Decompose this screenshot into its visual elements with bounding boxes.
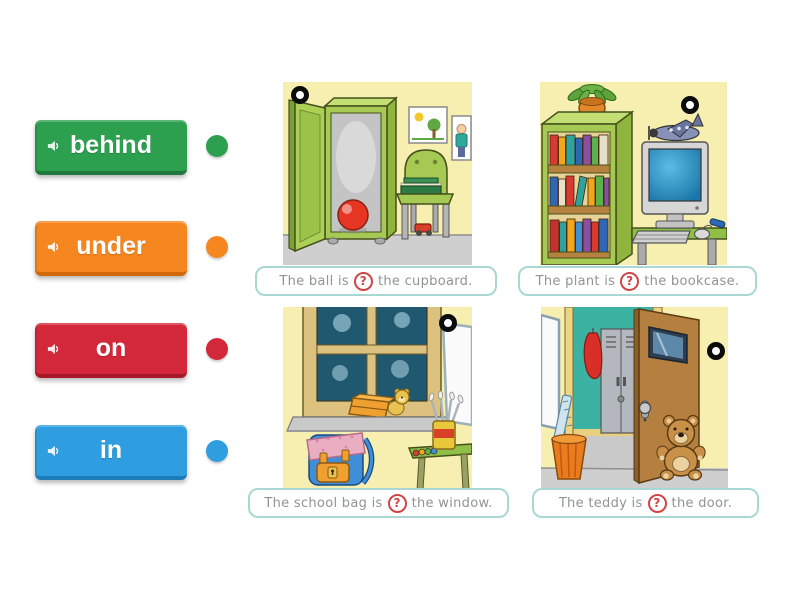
caption-window: The school bag is ? the window. — [248, 488, 509, 518]
caption-text-before: The plant is — [535, 273, 616, 289]
question-mark-chip: ? — [387, 493, 407, 513]
caption-bookcase: The plant is ? the bookcase. — [518, 266, 757, 296]
window-image — [283, 307, 472, 490]
word-button-in[interactable]: in — [35, 425, 247, 480]
connector-dot[interactable] — [206, 439, 228, 462]
caption-text-after: the bookcase. — [644, 273, 740, 289]
connector-dot[interactable] — [206, 337, 228, 360]
word-label: on — [95, 334, 127, 362]
door-scene-illustration — [541, 307, 728, 490]
bookcase-scene-illustration — [540, 82, 727, 265]
speaker-icon[interactable] — [46, 239, 61, 254]
caption-text-after: the cupboard. — [377, 273, 473, 289]
caption-text-before: The school bag is — [264, 495, 383, 511]
bookcase-target-marker[interactable] — [681, 96, 699, 114]
caption-door: The teddy is ? the door. — [532, 488, 759, 518]
word-button-under[interactable]: under — [35, 221, 247, 276]
caption-text-before: The teddy is — [558, 495, 643, 511]
connector-dot[interactable] — [206, 134, 228, 157]
speaker-icon[interactable] — [46, 443, 61, 458]
caption-cupboard: The ball is ? the cupboard. — [255, 266, 497, 296]
door-image — [541, 307, 728, 490]
cupboard-target-marker[interactable] — [291, 86, 309, 104]
door-target-marker[interactable] — [707, 342, 725, 360]
window-scene-illustration — [283, 307, 472, 490]
word-label: in — [99, 436, 123, 464]
connector-dot[interactable] — [206, 235, 228, 258]
question-mark-chip: ? — [353, 271, 373, 291]
word-button-behind[interactable]: behind — [35, 120, 247, 175]
word-label: under — [76, 232, 146, 260]
window-target-marker[interactable] — [439, 314, 457, 332]
speaker-icon[interactable] — [46, 138, 61, 153]
cupboard-image — [283, 82, 472, 265]
caption-text-after: the door. — [671, 495, 733, 511]
question-mark-chip: ? — [647, 493, 667, 513]
bookcase-image — [540, 82, 727, 265]
word-label: behind — [70, 131, 152, 159]
caption-text-before: The ball is — [279, 273, 349, 289]
caption-text-after: the window. — [411, 495, 493, 511]
cupboard-scene-illustration — [283, 82, 472, 265]
word-button-on[interactable]: on — [35, 323, 247, 378]
question-mark-chip: ? — [620, 271, 640, 291]
speaker-icon[interactable] — [46, 341, 61, 356]
